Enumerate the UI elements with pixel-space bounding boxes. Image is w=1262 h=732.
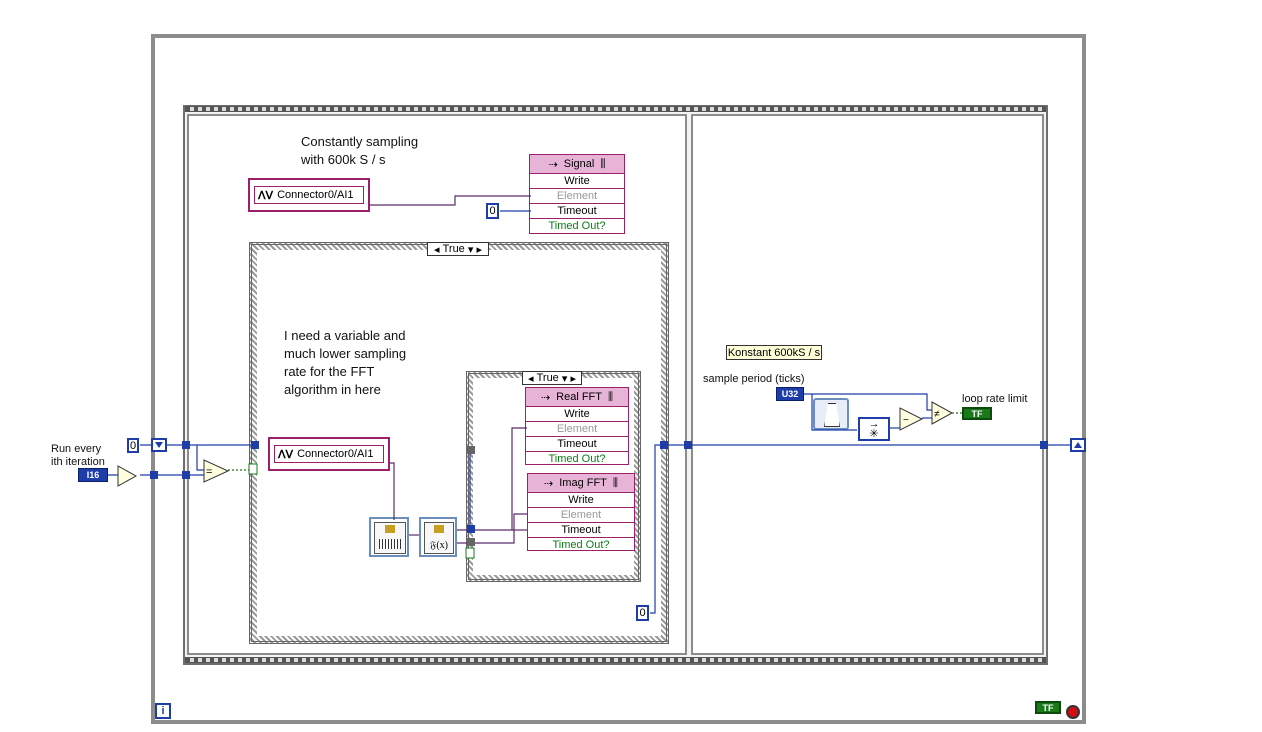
tunnel-2 xyxy=(182,471,190,479)
stop-indicator[interactable]: TF xyxy=(1035,701,1061,714)
dropdown-icon: ▾ xyxy=(467,243,474,256)
imag-fft-fifo[interactable]: ⇢ Imag FFT ⫼ Write Element Timeout Timed O… xyxy=(527,473,635,551)
outer-case-selector-label: True xyxy=(442,243,465,255)
arrow-right-icon: → xyxy=(868,418,880,430)
fifo-arrow-icon: ⇢ xyxy=(540,391,551,404)
case-zero-constant[interactable]: 0 xyxy=(636,605,649,621)
case-note: I need a variable and much lower samplin… xyxy=(284,328,407,397)
outer-case-selector[interactable]: ◂ True ▾ ▸ xyxy=(427,242,489,256)
wire-io-to-spectrum xyxy=(390,462,395,520)
sample-period-label: sample period (ticks) xyxy=(703,373,805,385)
tunnel-5 xyxy=(660,441,668,449)
tunnel-4 xyxy=(251,441,259,449)
dropdown-icon: ▾ xyxy=(561,372,568,385)
real-fft-fifo-element: Element xyxy=(526,422,628,437)
wire-u32-down xyxy=(811,394,857,431)
equal-node xyxy=(203,459,230,483)
run-every-label: Run every ith iteration xyxy=(51,443,105,468)
case-io-label: Connector0/AI1 xyxy=(297,448,374,460)
metronome-icon[interactable] xyxy=(813,398,849,430)
right-arrow-icon: ▸ xyxy=(570,372,576,385)
left-arrow-icon: ◂ xyxy=(434,243,440,256)
while-loop[interactable] xyxy=(151,34,1086,724)
subtract-node xyxy=(899,407,924,431)
wire-real xyxy=(457,427,527,531)
svg-text:−: − xyxy=(903,415,909,426)
timeout-constant-top[interactable]: 0 xyxy=(486,203,499,219)
real-fft-fifo-timeout: Timeout xyxy=(526,437,628,452)
sequence-strip-bottom xyxy=(185,657,1046,663)
right-arrow-icon: ▸ xyxy=(476,243,482,256)
svg-text:≠: ≠ xyxy=(934,409,940,420)
tunnel-6 xyxy=(684,441,692,449)
increment-node xyxy=(117,465,138,487)
fifo-bars-icon: ⫼ xyxy=(608,390,614,403)
timer-node[interactable]: → ✳ xyxy=(858,417,890,441)
top-io-label: Connector0/AI1 xyxy=(277,189,354,201)
signal-fifo[interactable]: ⇢ Signal ⫼ Write Element Timeout Timed Out… xyxy=(529,154,625,234)
konstant-label: Konstant 600kS / s xyxy=(726,345,822,360)
wire-signal xyxy=(370,195,531,206)
fft-vi[interactable]: 𝔉(x) xyxy=(419,517,457,557)
sequence-frame-right[interactable] xyxy=(691,114,1044,655)
fifo-bars-icon: ⫼ xyxy=(612,476,618,489)
i16-control[interactable]: I16 xyxy=(78,468,108,482)
spectrum-vi[interactable] xyxy=(369,517,409,557)
imag-fft-fifo-write: Write xyxy=(528,493,634,508)
fifo-arrow-icon: ⇢ xyxy=(544,477,554,490)
inner-case-terminal xyxy=(465,547,475,559)
tunnel-7 xyxy=(1040,441,1048,449)
wire-u32 xyxy=(804,393,937,411)
tunnel-1 xyxy=(182,441,190,449)
signal-fifo-element: Element xyxy=(530,189,624,204)
fifo-bars-icon: ⫼ xyxy=(600,157,606,170)
wire-case-zero xyxy=(650,444,665,614)
tunnel-3 xyxy=(150,471,158,479)
imag-fft-fifo-timeout: Timeout xyxy=(528,523,634,538)
real-fft-fifo[interactable]: ⇢ Real FFT ⫼ Write Element Timeout Timed O… xyxy=(525,387,629,465)
inner-case-selector[interactable]: ◂ True ▾ ▸ xyxy=(522,371,582,385)
real-fft-fifo-write: Write xyxy=(526,407,628,422)
loop-rate-indicator[interactable]: TF xyxy=(962,407,992,420)
real-fft-fifo-title: Real FFT xyxy=(556,391,602,403)
real-fft-fifo-timed-out: Timed Out? xyxy=(548,453,606,465)
imag-fft-fifo-element: Element xyxy=(528,508,634,523)
fft-icon: 𝔉(x) xyxy=(424,522,454,554)
left-arrow-icon: ◂ xyxy=(528,372,534,385)
signal-fifo-timeout: Timeout xyxy=(530,204,624,219)
not-equal-node xyxy=(931,401,954,425)
stop-icon[interactable] xyxy=(1066,705,1080,719)
top-note: Constantly sampling with 600k S / s xyxy=(301,134,419,167)
shift-init-constant[interactable]: 0 xyxy=(127,438,139,453)
signal-fifo-title: Signal xyxy=(563,158,595,170)
inner-case-selector-label: True xyxy=(536,372,559,384)
wire-imag-element xyxy=(457,513,527,544)
tunnel-8 xyxy=(467,446,475,454)
imag-fft-fifo-timed-out: Timed Out? xyxy=(552,539,610,551)
top-io-node[interactable]: ᐱᐯ Connector0/AI1 xyxy=(248,178,370,212)
iteration-terminal: i xyxy=(155,703,171,719)
outer-case-terminal xyxy=(248,463,258,475)
signal-fifo-write: Write xyxy=(530,174,624,189)
imag-fft-fifo-title: Imag FFT xyxy=(559,477,607,489)
case-io-node[interactable]: ᐱᐯ Connector0/AI1 xyxy=(268,437,390,471)
wave-icon: ᐱᐯ xyxy=(258,189,274,202)
wave-icon: ᐱᐯ xyxy=(278,448,294,461)
signal-fifo-timed-out: Timed Out? xyxy=(548,220,606,232)
fifo-arrow-icon: ⇢ xyxy=(548,158,558,171)
asterisk-icon: ✳ xyxy=(869,428,879,440)
tunnel-9 xyxy=(467,525,475,533)
loop-rate-label: loop rate limit xyxy=(962,393,1028,405)
tunnel-10 xyxy=(467,538,475,546)
spectrum-icon xyxy=(374,522,406,554)
u32-control[interactable]: U32 xyxy=(776,387,804,401)
svg-text:=: = xyxy=(206,466,212,478)
sequence-strip-top xyxy=(185,106,1046,112)
wire-branch-compare xyxy=(196,445,205,471)
